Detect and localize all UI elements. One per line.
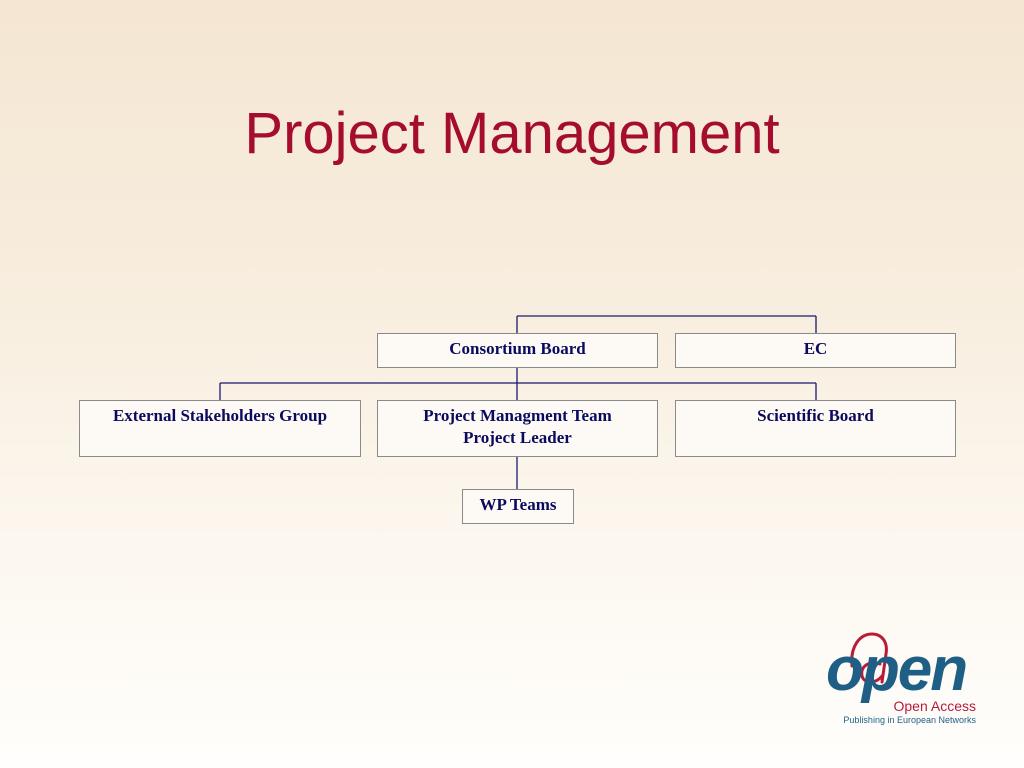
slide-title: Project Management bbox=[244, 101, 780, 166]
logo-wordmark: open bbox=[826, 635, 968, 704]
external-stakeholders-label: External Stakeholders Group bbox=[112, 406, 328, 425]
logo-tagline: Publishing in European Networks bbox=[843, 715, 976, 725]
at-sign-logo-icon bbox=[850, 632, 888, 684]
logo-open-access: Open Access bbox=[893, 698, 977, 714]
consortium-board-label: Consortium Board bbox=[449, 339, 586, 358]
scientific-board-label: Scientific Board bbox=[757, 406, 874, 425]
pm-team-label: Project Managment Team bbox=[423, 406, 612, 425]
wp-teams-box: WP Teams bbox=[462, 489, 574, 524]
scientific-board-box: Scientific Board bbox=[675, 400, 956, 457]
ec-box: EC bbox=[675, 333, 956, 368]
external-stakeholders-box: External Stakeholders Group bbox=[79, 400, 361, 457]
consortium-board-box: Consortium Board bbox=[377, 333, 658, 368]
open-logo: open Open Access Publishing in European … bbox=[822, 626, 982, 728]
project-leader-label: Project Leader bbox=[463, 428, 572, 447]
ec-label: EC bbox=[803, 339, 828, 358]
wp-teams-label: WP Teams bbox=[479, 495, 557, 514]
project-management-team-box: Project Managment Team Project Leader bbox=[377, 400, 658, 457]
